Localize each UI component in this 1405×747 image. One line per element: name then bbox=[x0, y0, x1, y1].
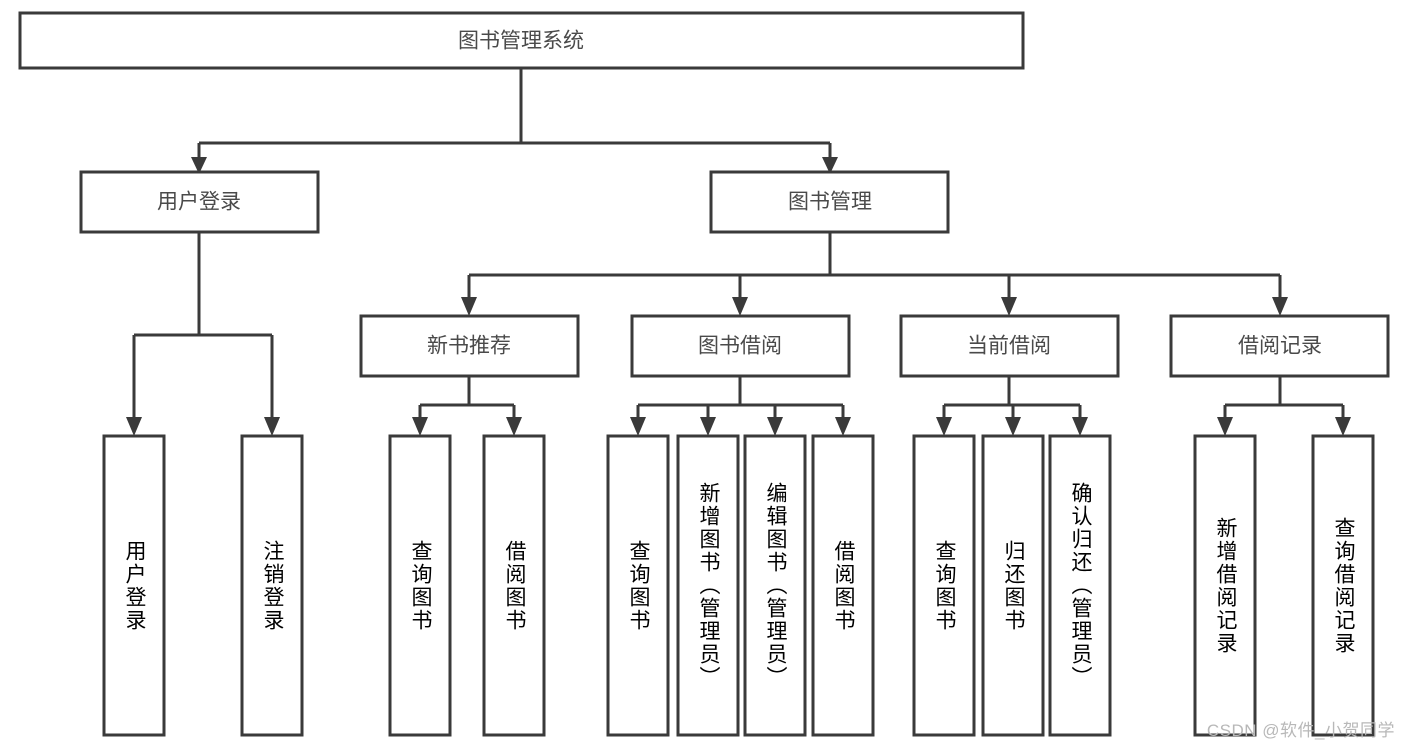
node-current-borrow-label: 当前借阅 bbox=[967, 335, 1051, 358]
leaf-box-logout[interactable] bbox=[240, 434, 304, 737]
node-book-borrow-box[interactable] bbox=[630, 314, 851, 378]
node-user-login-box[interactable] bbox=[79, 170, 320, 234]
node-book-manage-label: 图书管理 bbox=[788, 191, 872, 214]
node-book-manage-box[interactable] bbox=[709, 170, 950, 234]
arrow-head-book-borrow bbox=[732, 297, 748, 316]
arrow-head-leaf-query-record bbox=[1335, 417, 1351, 436]
node-current-borrow-box[interactable] bbox=[899, 314, 1120, 378]
arrow-head-current-borrow bbox=[1001, 297, 1017, 316]
leaf-box-query-book-1[interactable] bbox=[388, 434, 452, 737]
arrow-head-leaf-query-book-3 bbox=[936, 417, 952, 436]
arrow-head-leaf-logout bbox=[264, 417, 280, 436]
node-book-borrow-label: 图书借阅 bbox=[698, 335, 782, 358]
arrow-head-new-book bbox=[461, 297, 477, 316]
arrow-head-borrow-record bbox=[1272, 297, 1288, 316]
leaf-box-query-book-2[interactable] bbox=[606, 434, 670, 737]
node-user-login[interactable]: 用户登录 bbox=[79, 170, 320, 234]
leaf-box-add-book[interactable] bbox=[676, 434, 740, 737]
watermark: CSDN @软件_小贺同学 bbox=[1206, 721, 1395, 740]
node-borrow-record-label: 借阅记录 bbox=[1238, 335, 1322, 358]
leaf-box-edit-book[interactable] bbox=[743, 434, 807, 737]
connector-layer bbox=[126, 68, 1351, 436]
arrow-head-leaf-confirm-return bbox=[1072, 417, 1088, 436]
leaf-box-return-book[interactable] bbox=[981, 434, 1045, 737]
leaf-box-query-record[interactable] bbox=[1311, 434, 1375, 737]
arrow-head-leaf-borrow-book-2 bbox=[835, 417, 851, 436]
node-new-book-recommend-box[interactable] bbox=[359, 314, 580, 378]
leaf-box-confirm-return[interactable] bbox=[1048, 434, 1112, 737]
leaf-box-borrow-book-2[interactable] bbox=[811, 434, 875, 737]
node-root-box[interactable] bbox=[18, 11, 1025, 70]
node-current-borrow[interactable]: 当前借阅 bbox=[899, 314, 1120, 378]
arrow-head-leaf-query-book-1 bbox=[412, 417, 428, 436]
arrow-head-leaf-query-book-2 bbox=[630, 417, 646, 436]
arrow-head-leaf-user-login bbox=[126, 417, 142, 436]
node-book-borrow[interactable]: 图书借阅 bbox=[630, 314, 851, 378]
node-user-login-label: 用户登录 bbox=[157, 191, 241, 214]
arrow-head-leaf-return-book bbox=[1005, 417, 1021, 436]
node-borrow-record[interactable]: 借阅记录 bbox=[1169, 314, 1390, 378]
node-new-book-recommend-label: 新书推荐 bbox=[427, 335, 511, 358]
leaf-box-add-record[interactable] bbox=[1193, 434, 1257, 737]
leaf-box-query-book-3[interactable] bbox=[912, 434, 976, 737]
node-root[interactable]: 图书管理系统 bbox=[18, 11, 1025, 70]
arrow-head-book-manage bbox=[822, 157, 838, 174]
node-book-manage[interactable]: 图书管理 bbox=[709, 170, 950, 234]
arrow-head-leaf-add-book bbox=[700, 417, 716, 436]
leaf-box-layer bbox=[102, 434, 1375, 737]
arrow-head-leaf-add-record bbox=[1217, 417, 1233, 436]
node-borrow-record-box[interactable] bbox=[1169, 314, 1390, 378]
leaf-box-user-login[interactable] bbox=[102, 434, 166, 737]
arrow-head-leaf-borrow-book-1 bbox=[506, 417, 522, 436]
arrow-head-user-login bbox=[191, 157, 207, 174]
node-new-book-recommend[interactable]: 新书推荐 bbox=[359, 314, 580, 378]
arrow-head-leaf-edit-book bbox=[767, 417, 783, 436]
node-root-label: 图书管理系统 bbox=[458, 30, 584, 53]
leaf-box-borrow-book-1[interactable] bbox=[482, 434, 546, 737]
